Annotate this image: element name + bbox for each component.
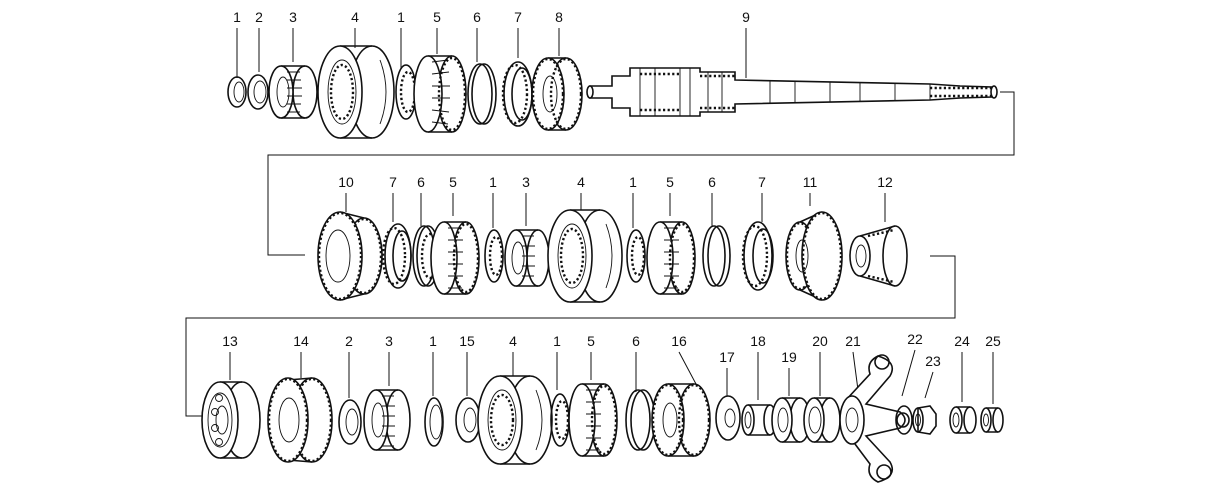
cap-part — [949, 406, 977, 434]
label-row1-2: 3 — [289, 9, 297, 25]
label-row1-4: 1 — [397, 9, 405, 25]
label-row2-4: 1 — [489, 174, 497, 190]
label-row2-11: 11 — [803, 174, 818, 190]
label-row3-4: 1 — [429, 333, 437, 349]
row-1-mainshaft-assembly: 1 2 3 4 1 5 6 7 8 9 — [227, 9, 1015, 256]
label-row3-6: 4 — [509, 333, 517, 349]
baulk-ring-3-part — [381, 223, 412, 289]
label-row2-2: 6 — [417, 174, 425, 190]
leader-lines-row1 — [236, 28, 747, 78]
gear-3-part — [267, 377, 333, 463]
label-row2-12: 12 — [877, 174, 893, 190]
label-row3-16: 22 — [907, 331, 923, 347]
snap-ring-part — [227, 76, 247, 108]
circlip-3-part — [702, 225, 731, 287]
label-row3-11: 17 — [719, 349, 735, 365]
label-row3-13: 19 — [781, 349, 797, 365]
row-2-assembly: 10 7 6 5 1 3 4 1 5 6 7 11 12 — [185, 174, 956, 417]
bearing-part — [803, 397, 841, 443]
label-row3-9: 6 — [632, 333, 640, 349]
baulk-ring-8-part — [550, 393, 570, 447]
synchro-sleeve-3-part — [477, 375, 553, 465]
label-row1-8: 8 — [555, 9, 563, 25]
label-row3-17: 23 — [925, 353, 941, 369]
large-gear-part — [317, 211, 383, 301]
label-row1-9: 9 — [742, 9, 750, 25]
baulk-ring-5-part — [626, 229, 646, 283]
label-row1-0: 1 — [233, 9, 241, 25]
label-row3-12: 18 — [750, 333, 766, 349]
row-3-assembly: 13 14 2 3 1 15 4 1 5 6 16 17 18 19 20 21… — [201, 331, 1004, 483]
label-row2-7: 1 — [629, 174, 637, 190]
label-row2-5: 3 — [522, 174, 530, 190]
label-row1-5: 5 — [433, 9, 441, 25]
needle-bearing-part — [268, 65, 318, 119]
leader-lines-row2 — [345, 193, 886, 228]
label-row3-8: 5 — [587, 333, 595, 349]
gear-part — [531, 57, 583, 131]
needle-bearing-3-part — [363, 389, 411, 451]
synchro-sleeve-2-part — [547, 209, 623, 303]
assembly-route-line-2 — [185, 255, 956, 417]
label-row3-0: 13 — [222, 333, 238, 349]
label-row2-1: 7 — [389, 174, 397, 190]
label-row1-1: 2 — [255, 9, 263, 25]
flange-nut-part — [912, 405, 937, 435]
label-row3-1: 14 — [293, 333, 309, 349]
drive-flange-part — [839, 354, 910, 483]
label-row2-9: 6 — [708, 174, 716, 190]
baulk-ring-7-part — [424, 397, 444, 447]
gear-2-part — [785, 211, 843, 301]
gear-4-part — [651, 383, 711, 457]
ball-bearing-part — [201, 381, 261, 459]
label-row1-7: 7 — [514, 9, 522, 25]
label-row3-10: 16 — [671, 333, 687, 349]
washer-part — [895, 405, 913, 435]
leader-lines-row3 — [229, 349, 994, 404]
label-row3-14: 20 — [812, 333, 828, 349]
label-row2-6: 4 — [577, 174, 585, 190]
baulk-ring-2-part — [501, 61, 533, 127]
assembly-route-line-1 — [267, 91, 1015, 256]
thrust-washer-part — [247, 74, 269, 110]
thrust-washer-3-part — [715, 395, 741, 441]
label-row2-8: 5 — [666, 174, 674, 190]
mainshaft-part — [586, 67, 998, 117]
label-row1-6: 6 — [473, 9, 481, 25]
label-row3-7: 1 — [553, 333, 561, 349]
thrust-washer-2-part — [338, 399, 362, 445]
seal-cap-part — [980, 407, 1004, 433]
baulk-ring-6-part — [741, 221, 774, 291]
label-row2-0: 10 — [338, 174, 354, 190]
label-row3-2: 2 — [345, 333, 353, 349]
circlip-4-part — [625, 389, 656, 451]
synchro-sleeve-part — [317, 45, 395, 139]
sleeve-part — [741, 404, 777, 436]
spacer-part — [455, 397, 481, 443]
label-row3-19: 25 — [985, 333, 1001, 349]
label-row3-18: 24 — [954, 333, 970, 349]
label-row1-3: 4 — [351, 9, 359, 25]
label-row2-3: 5 — [449, 174, 457, 190]
needle-bearing-2-part — [504, 229, 550, 287]
synchro-gear-3-part — [646, 221, 696, 295]
bush-part — [849, 225, 908, 287]
label-row2-10: 7 — [758, 174, 766, 190]
label-row3-15: 21 — [845, 333, 861, 349]
synchro-gear-2-part — [430, 221, 480, 295]
circlip-part — [467, 63, 497, 125]
baulk-ring-part — [395, 64, 417, 120]
label-row3-3: 3 — [385, 333, 393, 349]
synchro-gear-part — [413, 55, 467, 133]
synchro-gear-4-part — [568, 383, 618, 457]
baulk-ring-4-part — [484, 229, 504, 283]
label-row3-5: 15 — [459, 333, 475, 349]
